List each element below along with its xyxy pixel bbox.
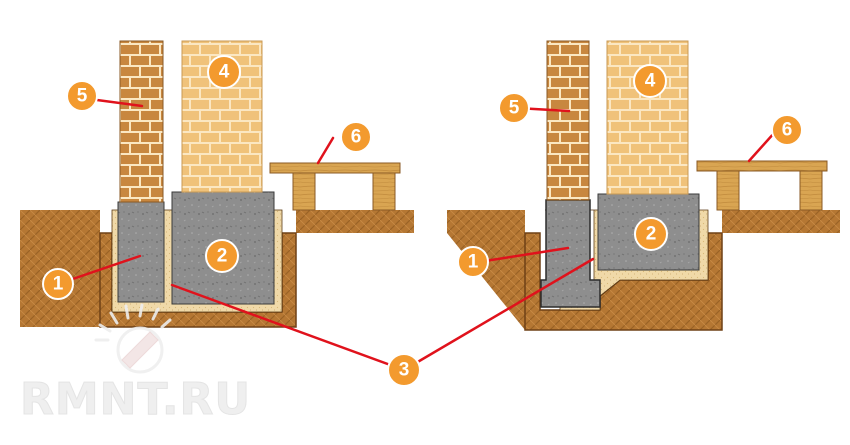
- right-porch-post-a: [716, 170, 740, 211]
- callout-shared-3: 3: [387, 353, 421, 387]
- callout-left-4: 4: [207, 55, 241, 89]
- right-porch-post-b: [799, 170, 823, 211]
- svg-text:3: 3: [399, 360, 410, 381]
- left-soil-surface: [20, 210, 100, 233]
- svg-text:5: 5: [509, 98, 520, 119]
- left-porch-post-a: [292, 172, 316, 211]
- left-porch-post-b: [372, 172, 396, 211]
- svg-text:2: 2: [646, 224, 657, 245]
- svg-text:6: 6: [782, 120, 793, 141]
- svg-text:4: 4: [219, 62, 230, 83]
- watermark-logo: RMNT.RU: [20, 303, 251, 426]
- callout-right-4: 4: [633, 64, 667, 98]
- right-porch-slab-6: [696, 160, 828, 172]
- svg-text:6: 6: [351, 127, 362, 148]
- right-foundation-1: [540, 199, 601, 308]
- svg-text:1: 1: [468, 252, 479, 273]
- trowel-logo-icon: [94, 303, 172, 374]
- callout-left-5: 5: [66, 80, 98, 112]
- right-wall-5: [546, 40, 590, 201]
- svg-text:2: 2: [217, 246, 228, 267]
- svg-text:1: 1: [53, 274, 64, 295]
- right-foundation-2: [597, 193, 700, 271]
- svg-text:5: 5: [77, 86, 88, 107]
- right-wall-4: [606, 40, 689, 195]
- callout-right-5: 5: [498, 92, 530, 124]
- callout-right-2: 2: [634, 217, 668, 251]
- right-soil-left-surface: [447, 210, 525, 233]
- left-wall-5: [119, 40, 164, 203]
- svg-text:4: 4: [645, 71, 656, 92]
- leader-lines: [59, 96, 777, 372]
- callout-right-1: 1: [457, 246, 489, 278]
- left-variant: [20, 40, 414, 328]
- watermark-text: RMNT.RU: [20, 374, 251, 425]
- callouts: 1 2 4 5 6 3 1 2: [42, 55, 803, 387]
- callout-left-2: 2: [205, 239, 239, 273]
- callout-left-6: 6: [340, 121, 372, 153]
- left-porch-slab-6: [269, 162, 401, 174]
- callout-left-1: 1: [42, 268, 74, 300]
- callout-right-6: 6: [771, 114, 803, 146]
- left-foundation-1: [117, 201, 165, 303]
